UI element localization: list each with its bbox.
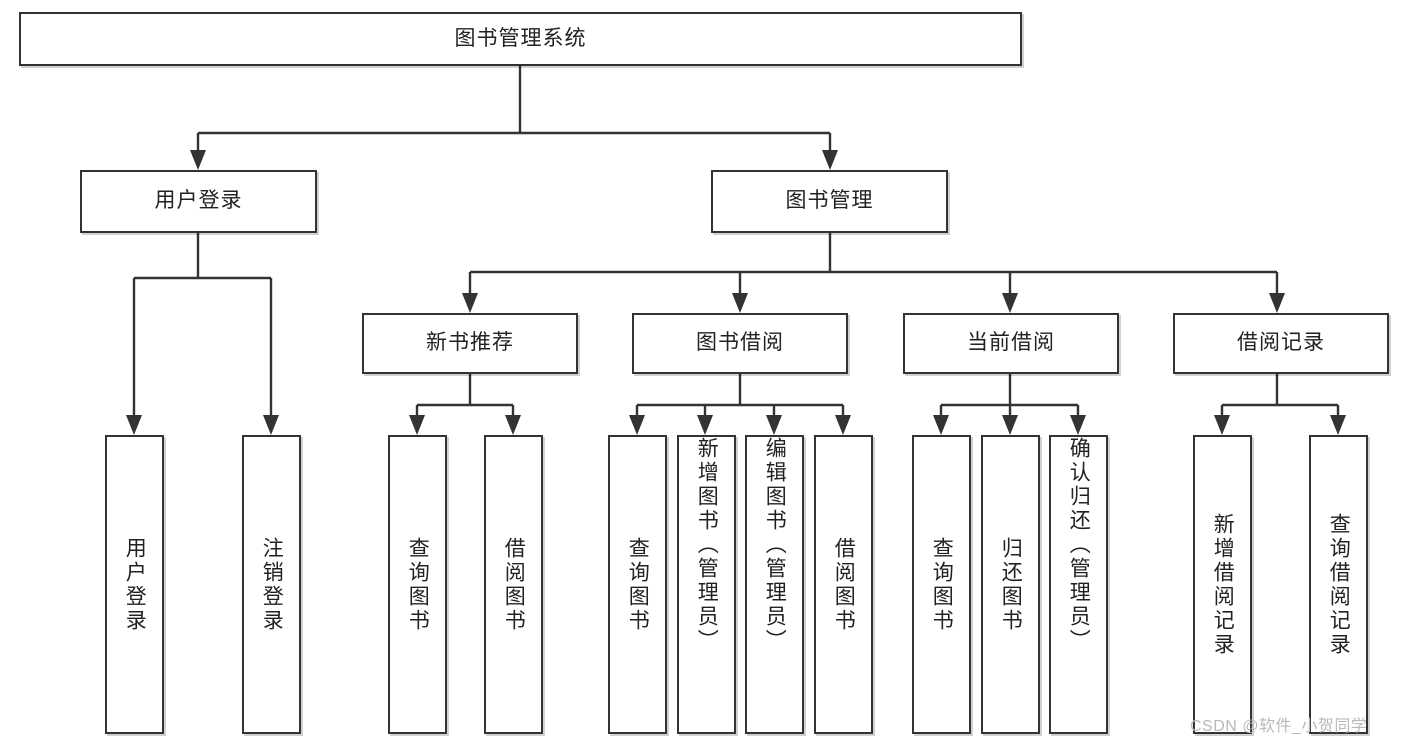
arrow-to-add-borrow-record bbox=[1214, 415, 1230, 435]
node-label: 新书推荐 bbox=[426, 331, 514, 355]
arrow-to-edit-book bbox=[766, 415, 782, 435]
arrow-to-book-borrow bbox=[732, 293, 748, 313]
node-label: 借阅图书 bbox=[832, 536, 856, 633]
arrow-to-borrow-book-2 bbox=[835, 415, 851, 435]
arrow-to-user-login-leaf bbox=[126, 415, 142, 435]
node-book-management[interactable]: 图书管理 bbox=[711, 170, 948, 233]
leaf-query-book-borrow[interactable]: 查询图书 bbox=[608, 435, 667, 734]
arrow-to-user-login bbox=[190, 150, 206, 170]
node-label: 查询图书 bbox=[626, 536, 650, 633]
leaf-add-borrow-record[interactable]: 新增借阅记录 bbox=[1193, 435, 1252, 734]
node-label: 确认归还（管理员） bbox=[1067, 437, 1091, 653]
leaf-borrow-book[interactable]: 借阅图书 bbox=[814, 435, 873, 734]
node-label: 用户登录 bbox=[154, 189, 243, 213]
node-borrow-record[interactable]: 借阅记录 bbox=[1173, 313, 1389, 374]
arrow-to-book-management bbox=[822, 150, 838, 170]
arrow-to-query-book-2 bbox=[629, 415, 645, 435]
node-label: 图书管理 bbox=[785, 189, 874, 213]
leaf-confirm-return-admin[interactable]: 确认归还（管理员） bbox=[1049, 435, 1108, 734]
node-user-login[interactable]: 用户登录 bbox=[80, 170, 317, 233]
node-label: 查询图书 bbox=[930, 536, 954, 633]
node-label: 借阅记录 bbox=[1237, 331, 1325, 355]
node-book-borrow[interactable]: 图书借阅 bbox=[632, 313, 848, 374]
node-new-book-recommend[interactable]: 新书推荐 bbox=[362, 313, 578, 374]
arrow-to-query-borrow-record bbox=[1330, 415, 1346, 435]
leaf-borrow-book-recommend[interactable]: 借阅图书 bbox=[484, 435, 543, 734]
arrow-to-confirm-return bbox=[1070, 415, 1086, 435]
leaf-return-book[interactable]: 归还图书 bbox=[981, 435, 1040, 734]
node-label: 用户登录 bbox=[123, 536, 147, 633]
leaf-user-login[interactable]: 用户登录 bbox=[105, 435, 164, 734]
leaf-query-book-current[interactable]: 查询图书 bbox=[912, 435, 971, 734]
leaf-edit-book-admin[interactable]: 编辑图书（管理员） bbox=[745, 435, 804, 734]
leaf-logout[interactable]: 注销登录 bbox=[242, 435, 301, 734]
node-label: 编辑图书（管理员） bbox=[763, 437, 787, 653]
node-root-system[interactable]: 图书管理系统 bbox=[19, 12, 1022, 66]
node-label: 归还图书 bbox=[999, 536, 1023, 633]
node-label: 借阅图书 bbox=[502, 536, 526, 633]
node-current-borrow[interactable]: 当前借阅 bbox=[903, 313, 1119, 374]
node-label: 当前借阅 bbox=[967, 331, 1055, 355]
leaf-query-book-recommend[interactable]: 查询图书 bbox=[388, 435, 447, 734]
arrow-to-add-book bbox=[697, 415, 713, 435]
node-label: 图书管理系统 bbox=[454, 26, 587, 50]
node-label: 图书借阅 bbox=[696, 331, 784, 355]
arrow-to-borrow-book-1 bbox=[505, 415, 521, 435]
arrow-to-query-book-3 bbox=[933, 415, 949, 435]
node-label: 查询借阅记录 bbox=[1327, 512, 1351, 657]
node-label: 注销登录 bbox=[260, 536, 284, 633]
node-label: 新增图书（管理员） bbox=[695, 437, 719, 653]
arrow-to-logout-leaf bbox=[263, 415, 279, 435]
node-label: 查询图书 bbox=[406, 536, 430, 633]
arrow-to-current-borrow bbox=[1002, 293, 1018, 313]
node-label: 新增借阅记录 bbox=[1211, 512, 1235, 657]
csdn-watermark: CSDN @软件_小贺同学 bbox=[1190, 718, 1368, 735]
arrow-to-query-book-1 bbox=[409, 415, 425, 435]
leaf-add-book-admin[interactable]: 新增图书（管理员） bbox=[677, 435, 736, 734]
arrow-to-return-book bbox=[1002, 415, 1018, 435]
arrow-to-new-book-recommend bbox=[462, 293, 478, 313]
leaf-query-borrow-record[interactable]: 查询借阅记录 bbox=[1309, 435, 1368, 734]
arrow-to-borrow-record bbox=[1269, 293, 1285, 313]
